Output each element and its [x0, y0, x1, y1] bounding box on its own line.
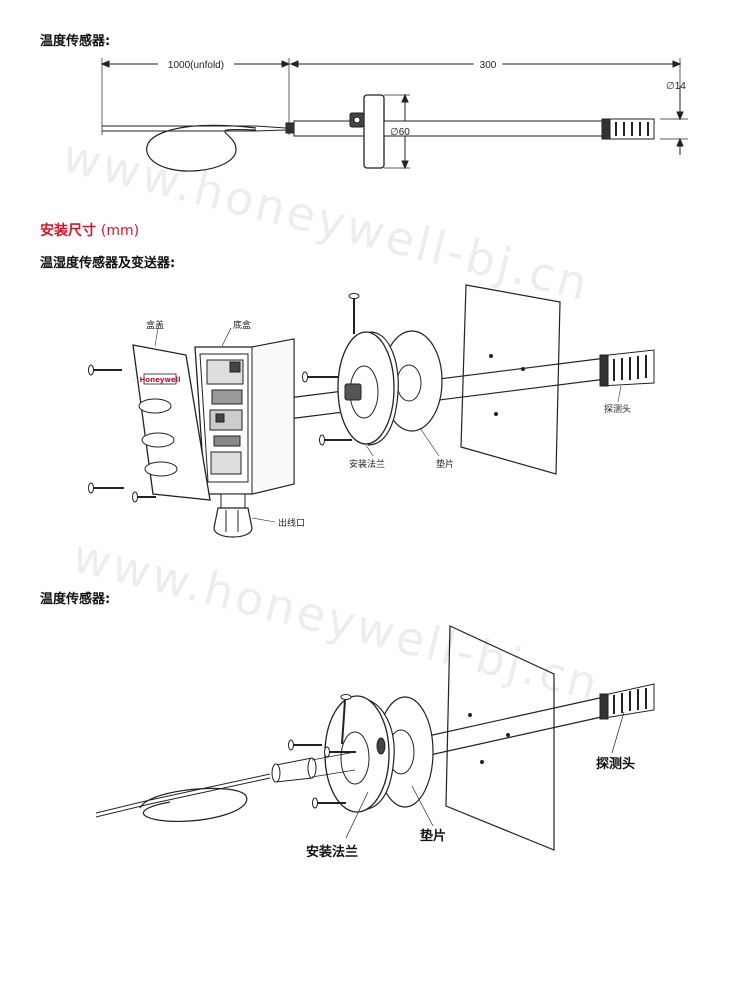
label-probe-1: 探测头: [604, 403, 631, 415]
dim-probe-length: 300: [480, 60, 497, 71]
dim-flange-diameter: ∅60: [390, 127, 410, 138]
temp-sensor-exploded-view: [95, 625, 655, 851]
dim-cable-length: 1000(unfold): [168, 60, 224, 71]
watermark-1: www.honeywell-bj.cn: [57, 128, 595, 311]
install-dims-title: 安装尺寸: [40, 223, 96, 239]
label-gasket-1: 垫片: [436, 458, 454, 470]
watermark-2: www.honeywell-bj.cn: [67, 528, 605, 711]
screws-2: [288, 694, 356, 809]
section-title-install-dims: 安装尺寸 (mm): [40, 220, 139, 240]
label-flange-1: 安装法兰: [349, 458, 385, 470]
dim-probe-diameter: ∅14: [666, 81, 686, 92]
label-cable-outlet: 出线口: [278, 517, 305, 529]
label-base-box: 底盒: [233, 319, 251, 331]
brand-logo-honeywell: Honeywell: [140, 376, 181, 384]
label-cover: 盒盖: [146, 319, 164, 331]
screws: [88, 293, 360, 503]
section-title-temp-sensor-install: 温度传感器:: [40, 592, 111, 607]
label-gasket-2: 垫片: [420, 828, 446, 844]
install-dims-unit: (mm): [100, 223, 140, 239]
label-flange-2: 安装法兰: [306, 844, 358, 860]
section-title-humidity-sensor: 温湿度传感器及变送器:: [40, 256, 176, 271]
label-probe-2: 探测头: [596, 756, 635, 772]
section-title-temp-sensor-dims: 温度传感器:: [40, 34, 111, 49]
humidity-sensor-exploded-view: [88, 284, 655, 538]
dimension-drawing: [100, 58, 688, 172]
